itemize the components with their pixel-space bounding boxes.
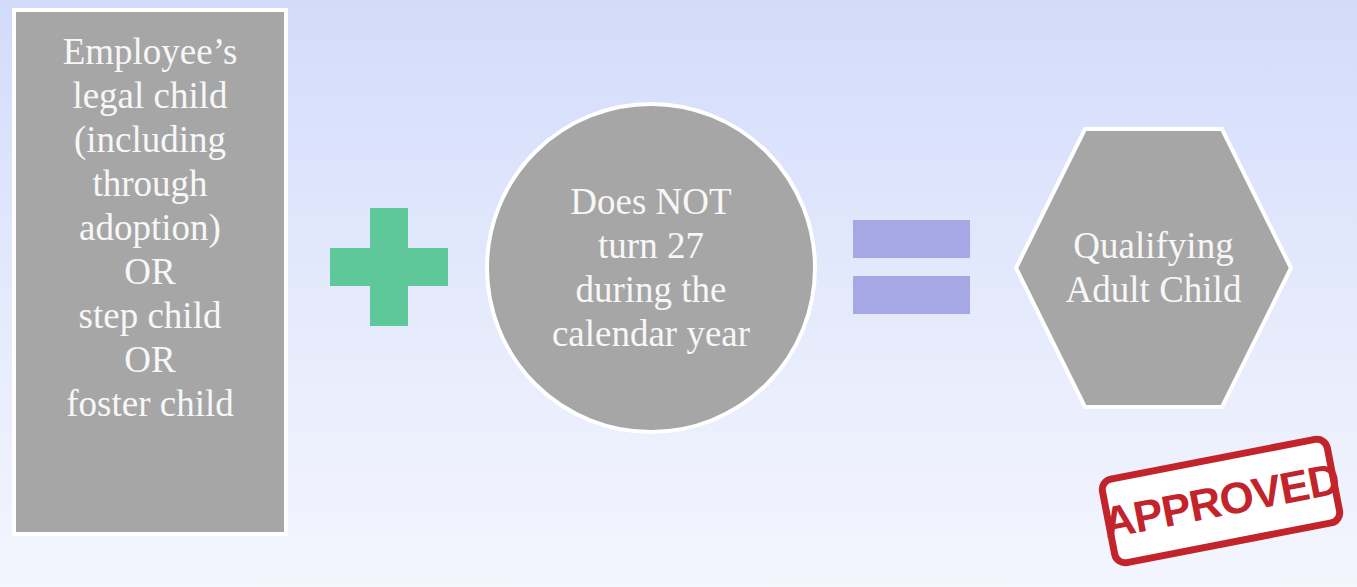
- text-group: Qualifying Adult Child: [1013, 126, 1294, 410]
- stamp-text: APPROVED: [1099, 454, 1343, 549]
- node-text: OR: [50, 338, 250, 382]
- result-hexagon: Qualifying Adult Child: [1013, 126, 1294, 410]
- node-text: foster child: [50, 382, 250, 426]
- plus-symbol: [330, 208, 448, 326]
- approved-stamp: APPROVED: [1096, 433, 1345, 568]
- node-text: step child: [50, 294, 250, 338]
- node-text: OR: [50, 250, 250, 294]
- text-group: Does NOT turn 27 during the calendar yea…: [484, 101, 818, 435]
- node-text: Does NOT turn 27 during the calendar yea…: [549, 180, 754, 356]
- condition-box: Employee’s legal child (including throug…: [12, 8, 288, 536]
- node-text: Qualifying Adult Child: [1054, 224, 1254, 312]
- hexagon-outline: [1013, 126, 1294, 410]
- equals-symbol: [853, 220, 970, 314]
- condition-circle: Does NOT turn 27 during the calendar yea…: [484, 101, 818, 435]
- node-text: Employee’s legal child (including throug…: [50, 30, 250, 250]
- circle-outline: [484, 101, 818, 435]
- text-group: Employee’s legal child (including throug…: [12, 8, 288, 536]
